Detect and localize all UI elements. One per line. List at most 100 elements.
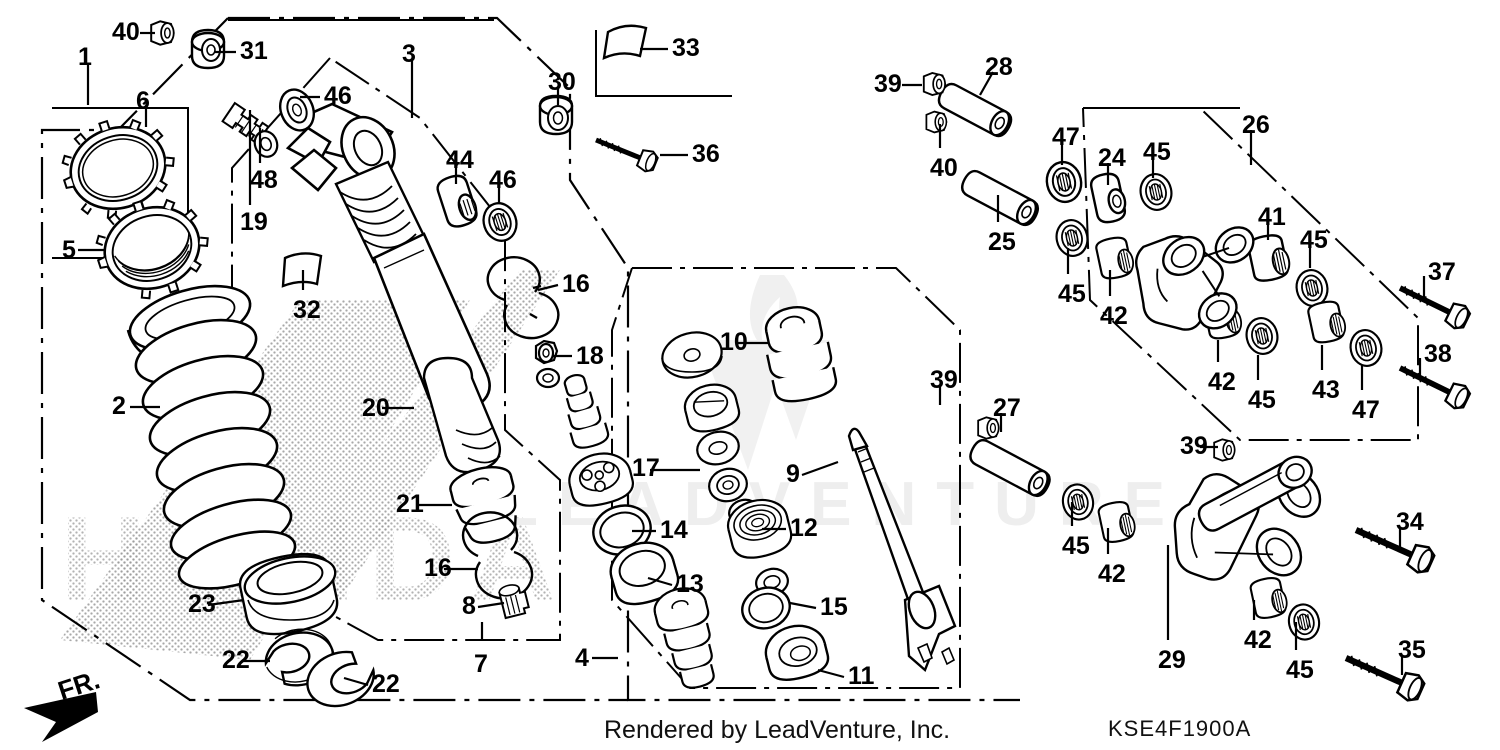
callout-number-20[interactable]: 20 <box>362 394 390 422</box>
part-20-bump-stop <box>422 356 502 474</box>
callout-number-42[interactable]: 42 <box>1098 560 1126 588</box>
callout-number-45[interactable]: 45 <box>1058 280 1086 308</box>
callout-number-16[interactable]: 16 <box>424 554 452 582</box>
part-25-collar <box>961 169 1039 227</box>
callout-number-2[interactable]: 2 <box>112 392 126 420</box>
callout-number-15[interactable]: 15 <box>820 593 848 621</box>
callout-number-25[interactable]: 25 <box>988 228 1016 256</box>
callout-number-1[interactable]: 1 <box>78 43 92 71</box>
callout-number-39[interactable]: 39 <box>874 70 902 98</box>
callout-number-14[interactable]: 14 <box>660 516 688 544</box>
part-4-small-items <box>661 331 760 526</box>
leader-line-22 <box>343 676 369 687</box>
leader-line-28 <box>979 71 994 96</box>
part-6-lock-nut <box>61 118 175 220</box>
callout-number-36[interactable]: 36 <box>692 140 720 168</box>
callout-number-12[interactable]: 12 <box>790 514 818 542</box>
callout-number-23[interactable]: 23 <box>188 590 216 618</box>
part-4-damper-rod-assembly <box>653 587 715 689</box>
callout-number-10[interactable]: 10 <box>720 328 748 356</box>
callout-number-45[interactable]: 45 <box>1286 656 1314 684</box>
part-32-spacer <box>281 252 323 288</box>
callout-number-30[interactable]: 30 <box>548 68 576 96</box>
leader-line-15 <box>789 601 817 610</box>
callout-number-39[interactable]: 39 <box>930 366 958 394</box>
callout-number-32[interactable]: 32 <box>293 296 321 324</box>
callout-number-48[interactable]: 48 <box>250 166 278 194</box>
callout-number-24[interactable]: 24 <box>1098 144 1126 172</box>
part-22-split-collar <box>264 628 375 708</box>
callout-number-8[interactable]: 8 <box>462 592 476 620</box>
footer-credit: Rendered by LeadVenture, Inc. <box>604 716 951 744</box>
callout-number-46[interactable]: 46 <box>324 82 352 110</box>
callout-number-33[interactable]: 33 <box>672 34 700 62</box>
callout-number-47[interactable]: 47 <box>1052 123 1080 151</box>
callout-number-45[interactable]: 45 <box>1062 532 1090 560</box>
callout-number-38[interactable]: 38 <box>1424 340 1452 368</box>
part-12-rebound-spring <box>726 498 793 597</box>
callout-number-45[interactable]: 45 <box>1143 138 1171 166</box>
leader-line-11 <box>817 668 845 679</box>
part-30-mount-bush <box>538 94 574 136</box>
part-16-circlip-a <box>486 256 560 340</box>
part-10-spring-guide <box>764 306 838 403</box>
leader-line-13 <box>647 576 673 587</box>
callout-number-29[interactable]: 29 <box>1158 646 1186 674</box>
callout-number-40[interactable]: 40 <box>930 154 958 182</box>
callout-number-27[interactable]: 27 <box>993 394 1021 422</box>
callout-number-42[interactable]: 42 <box>1244 626 1272 654</box>
callout-number-13[interactable]: 13 <box>676 570 704 598</box>
callout-number-42[interactable]: 42 <box>1100 302 1128 330</box>
leader-line-9 <box>801 460 839 477</box>
callout-number-43[interactable]: 43 <box>1312 376 1340 404</box>
callout-number-3[interactable]: 3 <box>402 40 416 68</box>
callout-number-39[interactable]: 39 <box>1180 432 1208 460</box>
callout-number-28[interactable]: 28 <box>985 53 1013 81</box>
part-33-pad <box>602 24 648 60</box>
callout-number-9[interactable]: 9 <box>786 460 800 488</box>
callout-number-45[interactable]: 45 <box>1300 226 1328 254</box>
part-13-cylinder-guide <box>609 541 680 606</box>
callout-number-47[interactable]: 47 <box>1352 396 1380 424</box>
callout-number-6[interactable]: 6 <box>136 87 150 115</box>
callout-number-11[interactable]: 11 <box>848 662 875 690</box>
callout-number-5[interactable]: 5 <box>62 236 76 264</box>
leader-line-8 <box>477 601 505 609</box>
callout-number-40[interactable]: 40 <box>112 18 140 46</box>
part-15-oring <box>741 586 791 630</box>
part-31-mount-rubber <box>190 28 226 70</box>
part-46-oil-seal <box>279 88 315 132</box>
part-24-collar <box>1089 172 1127 224</box>
part-26-shock-link <box>1135 226 1255 331</box>
leader-line-23 <box>207 598 245 607</box>
leader-line-16 <box>537 283 559 292</box>
callout-number-21[interactable]: 21 <box>396 490 424 518</box>
part-21-stopper-rubber <box>449 466 517 544</box>
callout-number-22[interactable]: 22 <box>372 670 400 698</box>
callout-number-41[interactable]: 41 <box>1258 203 1286 231</box>
part-17-piston-parts <box>563 373 635 507</box>
callout-number-44[interactable]: 44 <box>446 146 474 174</box>
callout-number-26[interactable]: 26 <box>1242 111 1270 139</box>
callout-number-7[interactable]: 7 <box>474 650 488 678</box>
part-18-lock-nut <box>534 339 561 389</box>
callout-number-34[interactable]: 34 <box>1396 508 1424 536</box>
callout-number-17[interactable]: 17 <box>632 454 660 482</box>
callout-number-35[interactable]: 35 <box>1398 636 1426 664</box>
callout-number-45[interactable]: 45 <box>1248 386 1276 414</box>
part-23-spring-seat <box>238 552 339 636</box>
part-29-cushion-arm <box>1173 455 1322 581</box>
callout-number-42[interactable]: 42 <box>1208 368 1236 396</box>
callout-number-16[interactable]: 16 <box>562 270 590 298</box>
part-9-damper-rod <box>847 427 957 673</box>
callout-number-22[interactable]: 22 <box>222 646 250 674</box>
callout-number-18[interactable]: 18 <box>576 342 604 370</box>
callout-number-19[interactable]: 19 <box>240 208 268 236</box>
callout-number-46[interactable]: 46 <box>489 166 517 194</box>
callout-number-4[interactable]: 4 <box>575 644 589 672</box>
callout-number-37[interactable]: 37 <box>1428 258 1456 286</box>
callout-number-31[interactable]: 31 <box>240 37 268 65</box>
